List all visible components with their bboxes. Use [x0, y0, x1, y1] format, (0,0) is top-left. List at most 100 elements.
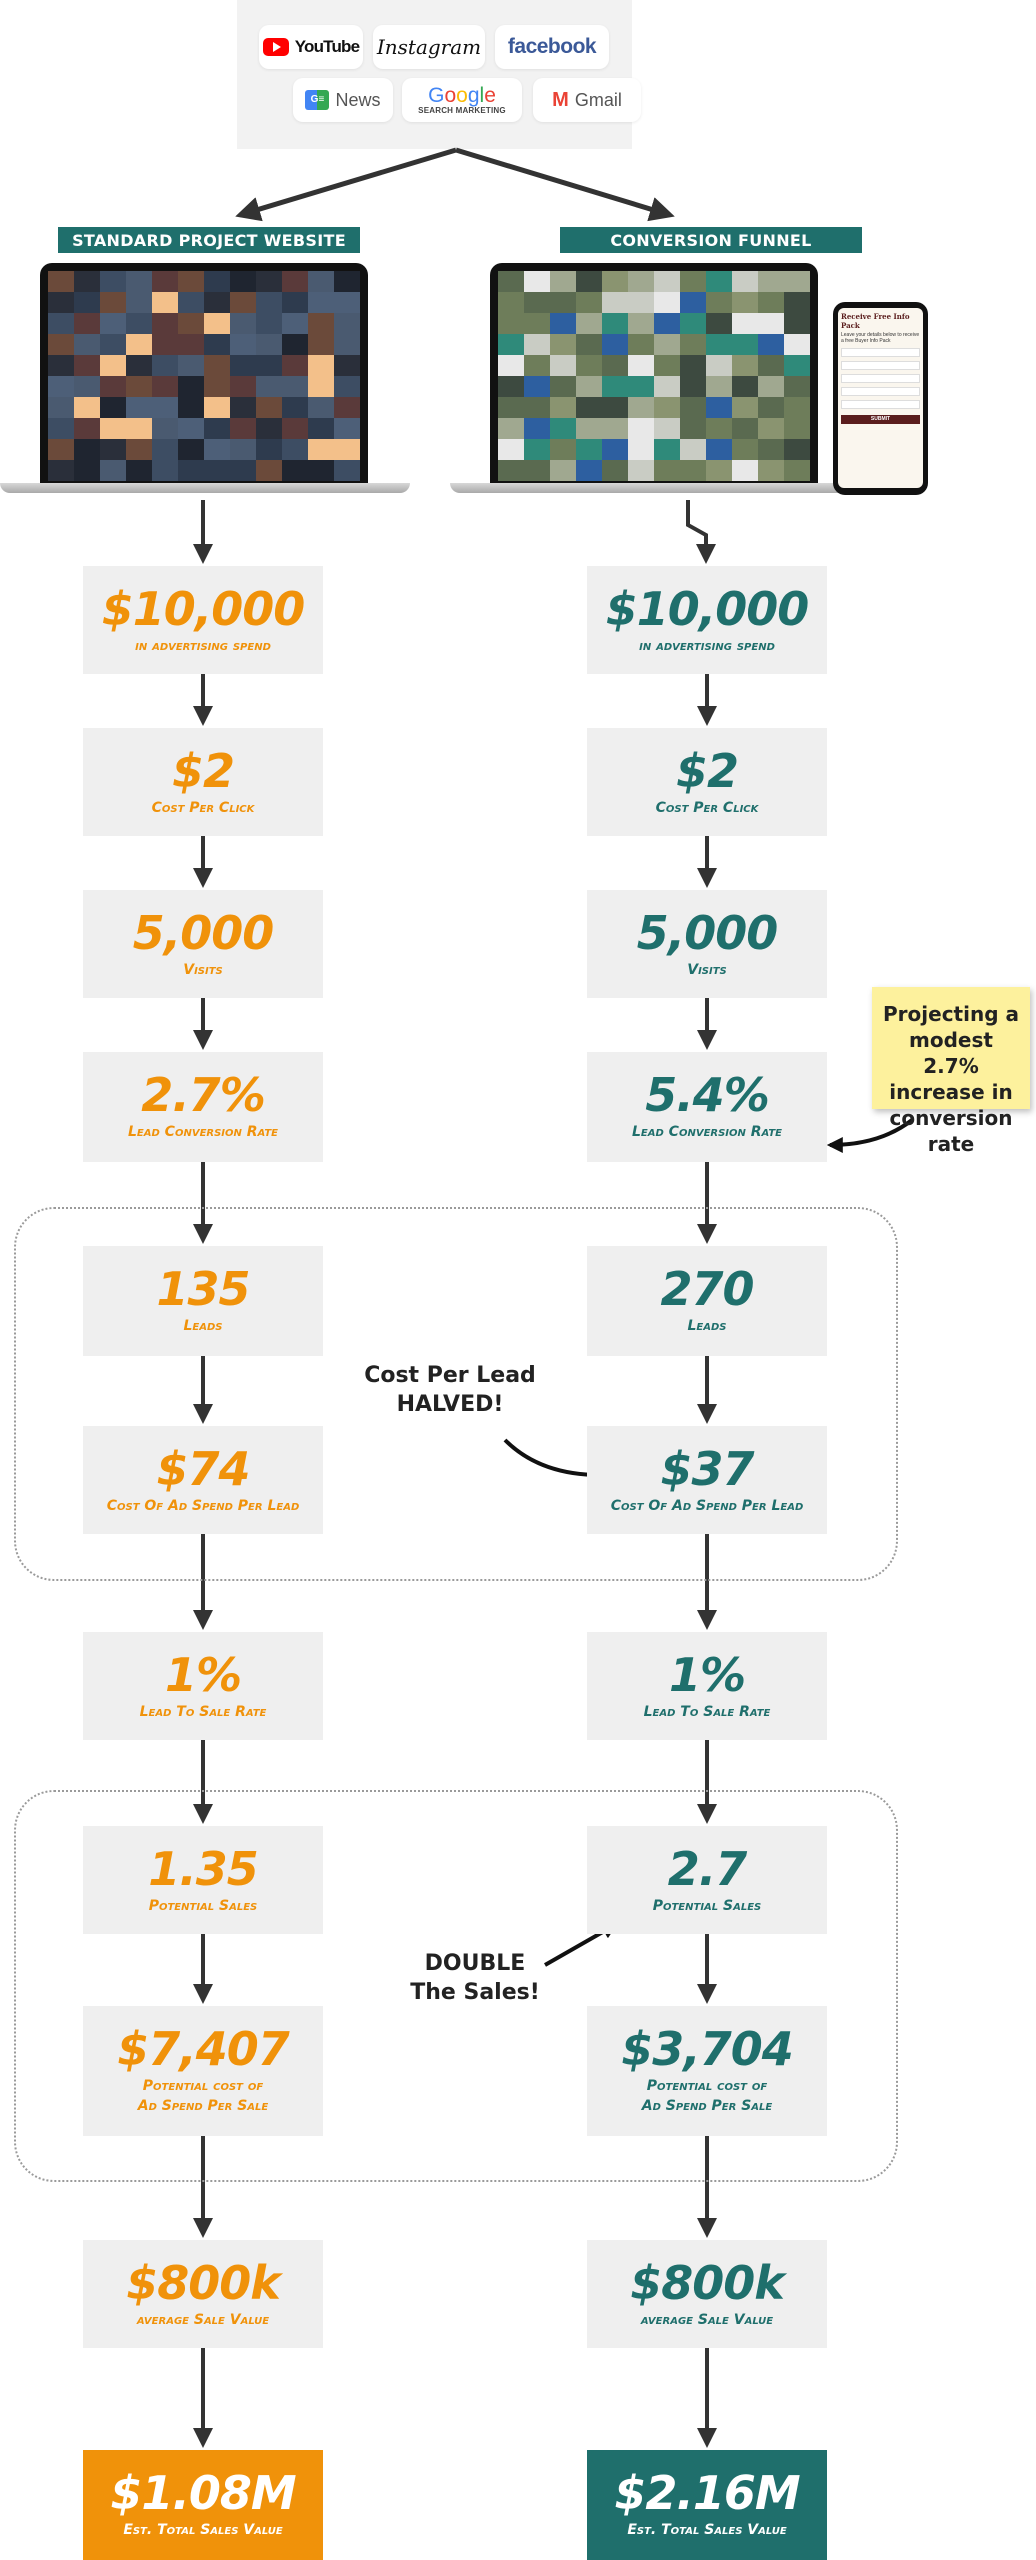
screen-pixel [74, 376, 100, 397]
screen-pixel [74, 418, 100, 439]
instagram-logo: Instagram [373, 25, 485, 69]
facebook-label: facebook [507, 35, 597, 58]
phone-field-2[interactable] [841, 361, 920, 370]
right-metric-value: 5.4% [645, 1068, 770, 1122]
screen-pixel [732, 292, 758, 313]
phone-mockup: Receive Free Info Pack Leave your detail… [833, 302, 928, 495]
screen-pixel [628, 313, 654, 334]
sales-group-frame [14, 1790, 898, 2182]
screen-pixel [74, 439, 100, 460]
screen-pixel [680, 418, 706, 439]
screen-pixel [282, 418, 308, 439]
phone-field-1[interactable] [841, 348, 920, 357]
screen-pixel [680, 313, 706, 334]
screen-pixel [550, 292, 576, 313]
screen-pixel [152, 334, 178, 355]
google-wordmark: Google [428, 84, 496, 107]
gmail-label: Gmail [574, 89, 622, 110]
left-metric-box-3: 2.7%Lead Conversion Rate [83, 1052, 323, 1162]
screen-pixel [524, 292, 550, 313]
screen-pixel [732, 355, 758, 376]
screen-pixel [178, 439, 204, 460]
screen-pixel [152, 313, 178, 334]
right-metric-label: Est. Total Sales Value [627, 2522, 787, 2538]
screen-pixel [680, 271, 706, 292]
screen-pixel [628, 271, 654, 292]
screen-pixel [204, 334, 230, 355]
screen-pixel [758, 460, 784, 481]
screen-pixel [680, 355, 706, 376]
left-metric-label: Cost Of Ad Spend Per Lead [106, 1498, 300, 1514]
phone-submit-button[interactable]: SUBMIT [841, 415, 920, 424]
screen-pixel [152, 460, 178, 481]
funnel-header: CONVERSION FUNNEL [560, 227, 862, 253]
screen-pixel [706, 271, 732, 292]
screen-pixel [230, 418, 256, 439]
screen-pixel [784, 334, 810, 355]
google-sub-label: SEARCH MARKETING [418, 106, 506, 115]
screen-pixel [100, 376, 126, 397]
screen-pixel [706, 460, 732, 481]
left-metric-label-2: Ad Spend Per Sale [137, 2097, 269, 2114]
screen-pixel [628, 418, 654, 439]
phone-field-5[interactable] [841, 400, 920, 409]
screen-pixel [100, 355, 126, 376]
screen-pixel [576, 334, 602, 355]
screen-pixel [256, 439, 282, 460]
screen-pixel [204, 439, 230, 460]
halved-note-line2: HALVED! [396, 1391, 504, 1417]
left-metric-value: 1% [164, 1648, 242, 1702]
screen-pixel [152, 418, 178, 439]
screen-pixel [524, 355, 550, 376]
double-note-line2: The Sales! [410, 1979, 540, 2005]
screen-pixel [126, 460, 152, 481]
screen-pixel [654, 376, 680, 397]
screen-pixel [732, 313, 758, 334]
screen-pixel [256, 376, 282, 397]
screen-pixel [126, 334, 152, 355]
screen-pixel [680, 397, 706, 418]
right-metric-box-6: 1%Lead To Sale Rate [587, 1632, 827, 1740]
screen-pixel [48, 418, 74, 439]
conversion-sticky-note: Projecting a modest 2.7% increase in con… [872, 987, 1030, 1156]
screen-pixel [204, 313, 230, 334]
screen-pixel [230, 397, 256, 418]
screen-pixel [334, 460, 360, 481]
screen-pixel [74, 292, 100, 313]
screen-pixel [230, 313, 256, 334]
phone-field-3[interactable] [841, 374, 920, 383]
gmail-icon: M [552, 88, 569, 111]
screen-pixel [732, 376, 758, 397]
screen-pixel [204, 271, 230, 292]
screen-pixel [602, 271, 628, 292]
left-metric-label: Lead To Sale Rate [139, 1704, 267, 1720]
left-metric-label: Potential Sales [148, 1898, 258, 1914]
left-metric-value: $74 [156, 1442, 250, 1496]
screen-pixel [308, 355, 334, 376]
phone-form-text: Leave your details below to receive a fr… [841, 332, 920, 344]
phone-field-4[interactable] [841, 387, 920, 396]
google-search-logo: Google SEARCH MARKETING [402, 78, 522, 122]
screen-pixel [126, 355, 152, 376]
screen-pixel [576, 271, 602, 292]
screen-pixel [48, 439, 74, 460]
screen-pixel [178, 460, 204, 481]
screen-pixel [178, 355, 204, 376]
screen-pixel [784, 355, 810, 376]
screen-pixel [256, 355, 282, 376]
screen-pixel [204, 460, 230, 481]
screen-pixel [524, 460, 550, 481]
screen-pixel [126, 313, 152, 334]
screen-pixel [602, 313, 628, 334]
screen-pixel [152, 397, 178, 418]
screen-pixel [732, 460, 758, 481]
screen-pixel [498, 355, 524, 376]
left-metric-value: 1.35 [148, 1842, 259, 1896]
screen-pixel [230, 292, 256, 313]
youtube-logo: YouTube [259, 25, 363, 69]
screen-pixel [498, 334, 524, 355]
